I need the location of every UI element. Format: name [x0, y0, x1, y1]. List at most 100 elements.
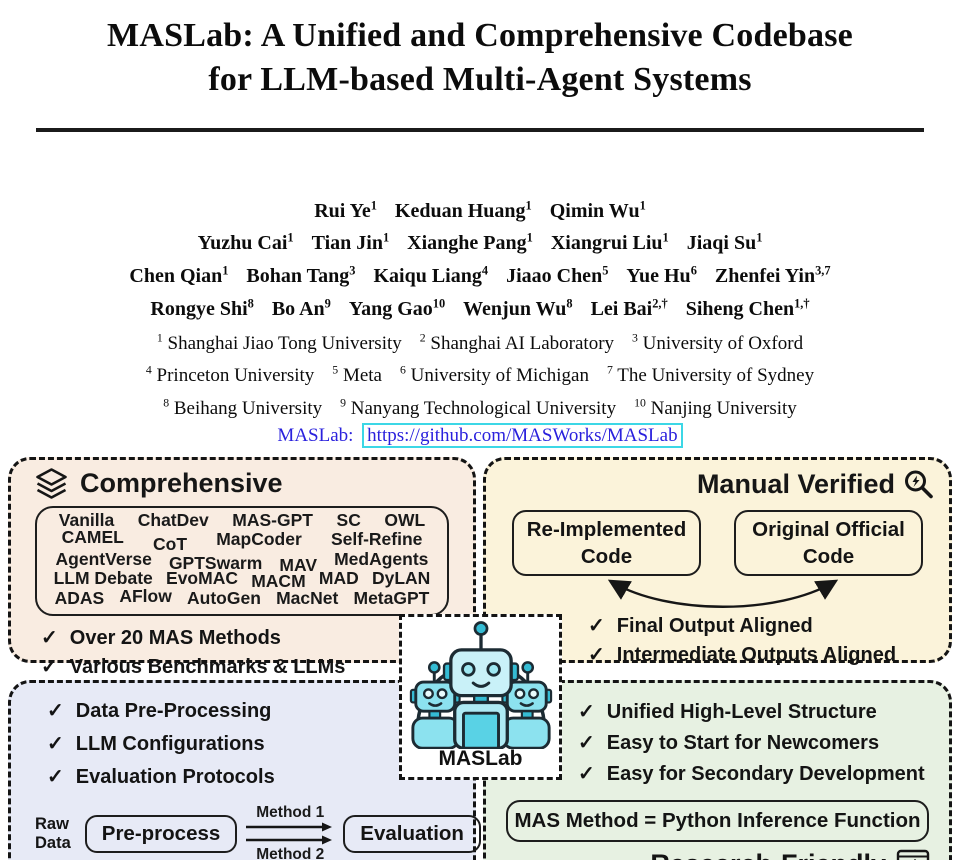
paper-figure-page: MASLab: A Unified and Comprehensive Code… [0, 14, 960, 860]
method-tag: Self-Refine [330, 529, 423, 550]
author-name: Xiangrui Liu1 [550, 230, 669, 255]
check-label: Unified High-Level Structure [606, 700, 877, 723]
paper-title-line1: MASLab: A Unified and Comprehensive Code… [107, 17, 853, 54]
code-boxes-row: Re-Implemented Code Original Official Co… [486, 509, 949, 576]
author-affiliation-sup: 8 [566, 295, 573, 310]
check-label: Easy to Start for Newcomers [606, 731, 880, 754]
affiliation-sup: 4 [145, 363, 152, 377]
check-label: Various Benchmarks & LLMs [69, 656, 346, 679]
method-tag: ChatDev [137, 509, 209, 530]
affiliation: 9 Nanyang Technological University [340, 396, 617, 419]
affiliation-sup: 1 [156, 331, 163, 345]
check-icon: ✓ [41, 656, 58, 679]
author-affiliation-sup: 1 [222, 263, 229, 278]
method2-label: Method 2 [256, 845, 325, 860]
magnifier-icon [905, 470, 933, 498]
check-label: LLM Configurations [75, 732, 265, 755]
author-name: Zhenfei Yin3,7 [714, 263, 831, 287]
original-code-box: Original Official Code [734, 509, 923, 576]
affiliation: 1 Shanghai Jiao Tong University [156, 331, 402, 354]
author-affiliation-sup: 1 [662, 230, 669, 245]
author-name: Jiaao Chen5 [506, 263, 609, 287]
method-tag: EvoMAC [166, 568, 238, 589]
method-tag: OWL [384, 509, 426, 530]
check-label: Data Pre-Processing [75, 699, 272, 722]
author-affiliation-sup: 1 [287, 230, 294, 245]
author-affiliation-sup: 3 [349, 263, 356, 278]
maslab-logo-label: MASLab [438, 746, 523, 770]
author-name: Yang Gao10 [348, 295, 446, 320]
double-arrow-icon [246, 822, 333, 845]
method-tag: MacNet [276, 587, 339, 608]
affiliation-sup: 8 [163, 396, 170, 410]
code-monitor-icon [896, 849, 930, 860]
affiliation-sup: 2 [419, 331, 426, 345]
check-label: Intermediate Outputs Aligned [616, 643, 897, 666]
maslab-robots-icon [409, 620, 552, 749]
comprehensive-checklist: ✓Over 20 MAS Methods✓Various Benchmarks … [41, 624, 473, 682]
author-name: Wenjun Wu8 [463, 295, 573, 320]
author-affiliation-sup: 5 [602, 263, 609, 278]
comprehensive-header: Comprehensive [33, 466, 473, 502]
check-icon: ✓ [588, 614, 605, 637]
author-affiliation-sup: 6 [690, 263, 697, 278]
author-name: Kaiqu Liang4 [373, 263, 489, 287]
affiliation-sup: 10 [634, 396, 646, 410]
check-icon: ✓ [47, 699, 64, 722]
double-curved-arrow-icon [607, 579, 838, 608]
project-link-line: MASLab: https://github.com/MASWorks/MASL… [0, 422, 960, 448]
research-title: Research-Friendly [650, 849, 886, 860]
author-name: Bo An9 [271, 295, 331, 320]
method-tag: MetaGPT [353, 587, 430, 608]
evaluation-box: Evaluation [343, 814, 481, 853]
affiliation-sup: 3 [632, 331, 638, 345]
author-affiliation-sup: 4 [481, 263, 489, 278]
author-affiliation-sup: 1 [525, 198, 532, 212]
author-name: Rui Ye1 [314, 198, 377, 222]
method1-label: Method 1 [256, 803, 325, 821]
check-item: ✓Easy to Start for Newcomers [578, 728, 949, 759]
affiliation: 3 University of Oxford [632, 331, 804, 354]
method-tag: SC [336, 509, 361, 530]
panel-configurations-unified: ✓ Data Pre-Processing✓ LLM Configurations ✓… [8, 679, 481, 860]
affiliation: 6 University of Michigan [399, 363, 589, 387]
check-label: Final Output Aligned [616, 614, 813, 637]
author-affiliation-sup: 2,† [652, 295, 668, 310]
paper-title-line2: for LLM-based Multi-Agent Systems [208, 61, 752, 98]
method-tag: LLM Debate [53, 568, 153, 589]
method-tag: MAD [318, 568, 359, 589]
method-tag: GPTSwarm [168, 552, 263, 573]
check-icon: ✓ [578, 762, 595, 785]
affiliation: 7 The University of Sydney [606, 363, 815, 387]
method-tag: DyLAN [371, 568, 431, 589]
check-item: ✓Intermediate Outputs Aligned [588, 641, 949, 670]
check-icon: ✓ [41, 627, 58, 650]
affiliation-sup: 7 [606, 363, 613, 377]
method-tag: AutoGen [187, 587, 261, 608]
check-item: ✓ Data Pre-Processing [47, 695, 473, 728]
method-tag: Vanilla [58, 509, 115, 530]
check-item: ✓Over 20 MAS Methods [41, 624, 473, 653]
research-footer: Research-Friendly [486, 848, 931, 860]
github-link[interactable]: https://github.com/MASWorks/MASLab [362, 422, 683, 448]
mas-method-box: MAS Method = Python Inference Function [506, 799, 929, 842]
author-name: Siheng Chen1,† [685, 295, 810, 320]
check-item: ✓Evaluation Protocols [47, 761, 473, 794]
preprocess-box: Pre-process [84, 814, 238, 853]
title-divider [36, 128, 924, 132]
method-tag: MAV [279, 554, 317, 575]
